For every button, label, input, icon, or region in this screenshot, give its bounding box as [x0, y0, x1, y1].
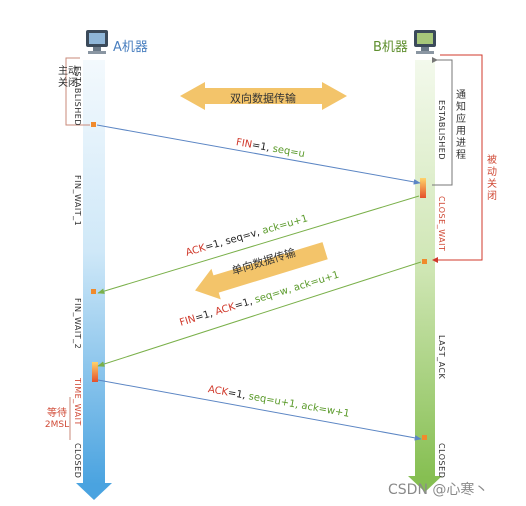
notify-app-bracket: [432, 59, 453, 186]
computer-a-icon: [86, 30, 108, 54]
note-active-close: 主动关闭: [58, 66, 78, 89]
host-a-label: A机器: [113, 40, 148, 55]
passive-close-bracket: [438, 54, 483, 261]
csdn-watermark: CSDN @心寒丶: [388, 482, 489, 498]
state-b-closed: CLOSED: [437, 443, 446, 479]
state-b-last-ack: LAST_ACK: [437, 335, 446, 380]
note-passive-close: 被动关闭: [487, 155, 497, 202]
host-b-label: B机器: [373, 40, 408, 55]
note-notify-app: 通知应用进程: [456, 90, 466, 161]
b-timeline-arrowhead: [408, 476, 442, 492]
state-a-fin-wait-1: FIN_WAIT_1: [73, 175, 82, 227]
arrow-m4: [97, 379, 422, 441]
note-2msl: 2MSL: [44, 420, 70, 430]
state-a-established: ESTABLISHED: [73, 66, 82, 126]
gradient-bar-b: [420, 178, 426, 198]
a-timeline: [83, 60, 105, 485]
arrow-m2: [97, 195, 420, 294]
marker-b-2: [422, 435, 427, 440]
arrow-m1: [96, 124, 421, 185]
state-b-established: ESTABLISHED: [437, 100, 446, 160]
state-a-fin-wait-2: FIN_WAIT_2: [73, 298, 82, 350]
bidirectional-banner: [180, 82, 347, 110]
marker-b-1: [422, 259, 427, 264]
arrow-m3: [97, 261, 422, 367]
bidirectional-label: 双向数据传输: [230, 92, 296, 105]
marker-a-1: [91, 122, 96, 127]
note-wait: 等待: [47, 408, 67, 419]
b-timeline: [415, 60, 435, 478]
state-a-time-wait: TIME_WAIT: [73, 378, 82, 426]
gradient-bar-a: [92, 362, 98, 382]
marker-a-2: [91, 289, 96, 294]
active-close-bracket: [65, 57, 90, 126]
unidirectional-banner: [195, 242, 328, 300]
computer-b-icon: [414, 30, 436, 54]
state-a-closed: CLOSED: [73, 443, 82, 479]
a-timeline-arrowhead: [76, 483, 112, 500]
state-b-close-wait: CLOSE_WAIT: [437, 196, 446, 252]
